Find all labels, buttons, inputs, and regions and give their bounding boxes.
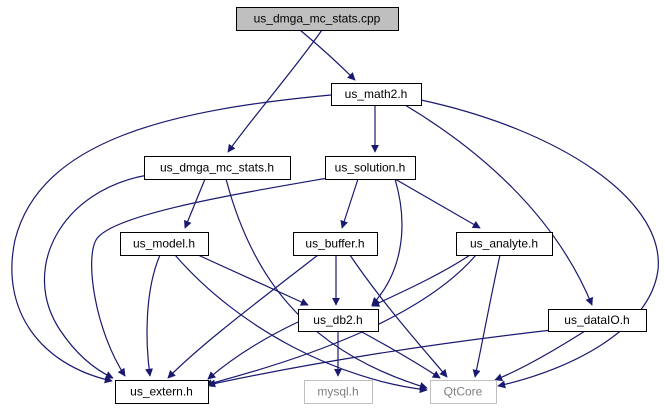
edge-arrow xyxy=(207,321,299,380)
node-label: us_solution.h xyxy=(335,161,406,175)
edge-model-to-qtcore xyxy=(174,254,428,394)
node-label: us_dmga_mc_stats.cpp xyxy=(254,12,381,26)
edge-root-to-dmga xyxy=(227,29,323,153)
nodes-layer: us_dmga_mc_stats.cpp us_math2.h us_dmga_mc… xyxy=(115,7,647,404)
edge-arrow xyxy=(167,254,319,379)
node-label: us_model.h xyxy=(133,237,195,251)
edge-analyte-to-db2 xyxy=(371,254,471,307)
edge-arrow xyxy=(340,178,359,229)
node-box xyxy=(456,232,553,256)
edge-arrow xyxy=(43,174,149,379)
node-qtcore: QtCore xyxy=(430,380,497,404)
node-mysql: mysql.h xyxy=(304,380,373,404)
edge-db2-to-qtcore xyxy=(359,330,441,379)
edge-arrow xyxy=(227,29,323,153)
edge-arrow xyxy=(494,330,586,382)
node-box xyxy=(120,232,209,256)
node-math2[interactable]: us_math2.h xyxy=(331,83,422,106)
edge-arrow xyxy=(174,254,428,394)
edge-dmga-to-qtcore xyxy=(225,178,428,390)
node-label: us_buffer.h xyxy=(305,237,364,251)
node-box xyxy=(325,156,416,180)
node-box xyxy=(236,7,399,31)
node-box xyxy=(293,232,378,256)
edge-math2-to-dataio xyxy=(404,104,593,306)
node-label: us_extern.h xyxy=(130,385,193,399)
edge-arrow xyxy=(225,178,428,390)
edge-arrow xyxy=(207,329,553,388)
node-box xyxy=(298,309,379,332)
node-analyte[interactable]: us_analyte.h xyxy=(456,232,553,256)
node-root[interactable]: us_dmga_mc_stats.cpp xyxy=(236,7,399,31)
node-label: us_dmga_mc_stats.h xyxy=(160,161,274,175)
edge-arrow xyxy=(359,330,441,379)
edge-arrow xyxy=(394,178,481,229)
edge-analyte-to-qtcore xyxy=(472,254,501,378)
edge-solution-to-extern xyxy=(91,177,329,377)
node-box xyxy=(331,83,422,106)
edge-arrow xyxy=(349,254,448,378)
edge-arrow xyxy=(299,29,356,81)
edge-dataio-to-qtcore xyxy=(494,330,586,382)
node-buffer[interactable]: us_buffer.h xyxy=(293,232,378,256)
edge-math2-to-qtcore xyxy=(420,99,659,389)
node-label: mysql.h xyxy=(317,385,358,399)
edge-model-to-db2 xyxy=(197,254,309,306)
node-box xyxy=(144,156,291,180)
node-extern[interactable]: us_extern.h xyxy=(115,380,209,404)
node-label: us_analyte.h xyxy=(470,237,538,251)
node-db2[interactable]: us_db2.h xyxy=(298,309,379,332)
edge-buffer-to-qtcore xyxy=(349,254,448,378)
node-box xyxy=(430,380,497,404)
edge-math2-to-extern xyxy=(11,94,332,384)
edge-arrow xyxy=(472,254,501,378)
node-box xyxy=(548,309,647,332)
node-dmga[interactable]: us_dmga_mc_stats.h xyxy=(144,156,291,180)
node-label: QtCore xyxy=(444,385,483,399)
edge-arrow xyxy=(371,178,403,306)
edge-dmga-to-model xyxy=(184,178,206,229)
edge-arrow xyxy=(420,99,659,389)
edge-analyte-to-extern xyxy=(204,254,477,388)
node-solution[interactable]: us_solution.h xyxy=(325,156,416,180)
edge-arrow xyxy=(371,254,471,307)
edge-dmga-to-extern xyxy=(43,174,149,379)
edge-arrow xyxy=(404,104,593,306)
edge-solution-to-db2 xyxy=(371,178,403,306)
node-box xyxy=(304,380,373,404)
edge-buffer-to-extern xyxy=(167,254,319,379)
edge-db2-to-extern xyxy=(207,321,299,380)
node-model[interactable]: us_model.h xyxy=(120,232,209,256)
edge-solution-to-analyte xyxy=(394,178,481,229)
node-label: us_dataIO.h xyxy=(564,313,629,327)
edges-layer xyxy=(11,29,659,394)
edge-root-to-math2 xyxy=(299,29,356,81)
node-dataio[interactable]: us_dataIO.h xyxy=(548,309,647,332)
edge-arrow xyxy=(145,254,161,377)
edge-dataio-to-extern xyxy=(207,329,553,388)
node-box xyxy=(115,380,209,404)
node-label: us_math2.h xyxy=(345,87,408,101)
edge-solution-to-buffer xyxy=(340,178,359,229)
edge-arrow xyxy=(197,254,309,306)
edge-arrow xyxy=(184,178,206,229)
node-label: us_db2.h xyxy=(313,313,362,327)
edge-arrow xyxy=(91,177,329,377)
edge-model-to-extern xyxy=(145,254,161,377)
edge-arrow xyxy=(204,254,477,388)
edge-arrow xyxy=(11,94,332,384)
